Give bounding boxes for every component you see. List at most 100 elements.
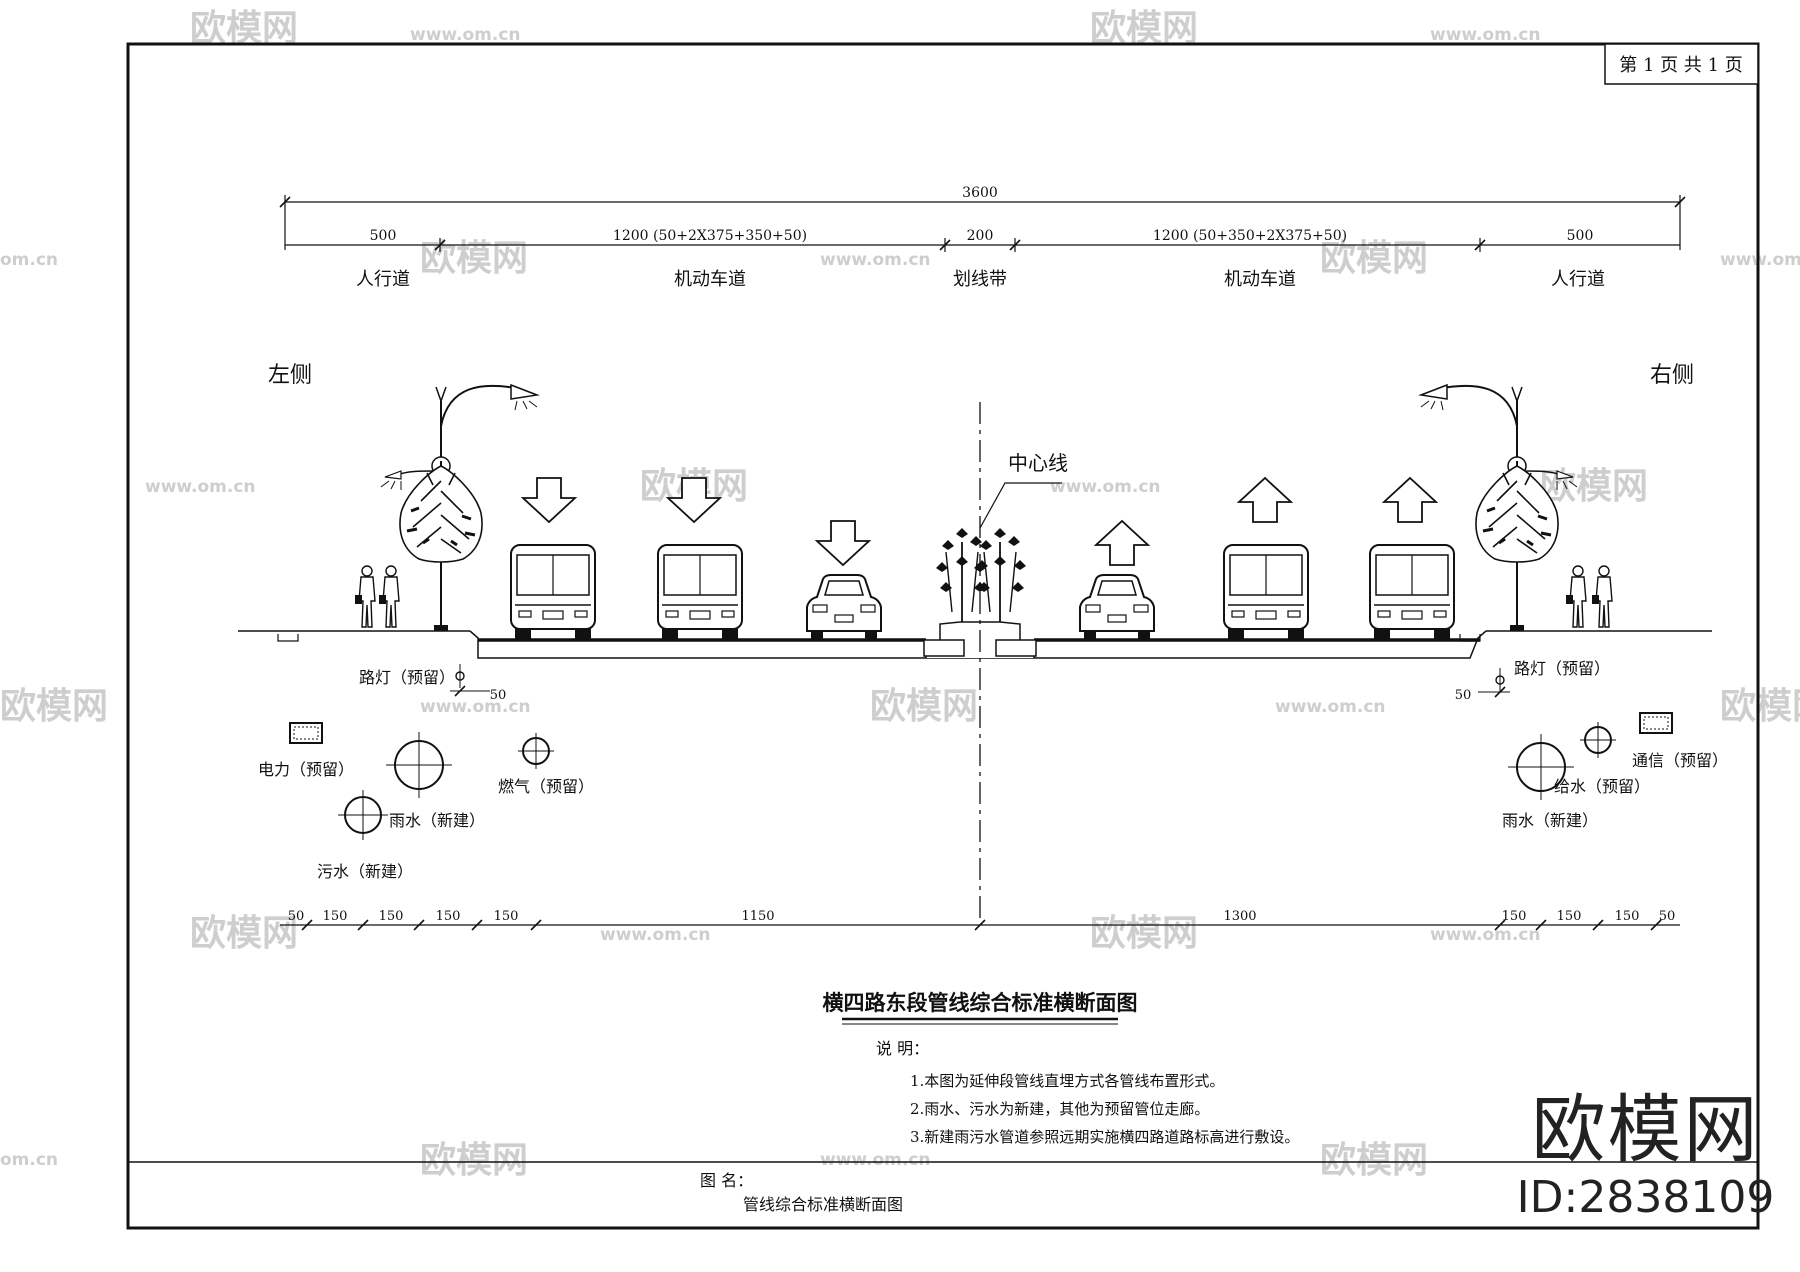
telecom-label: 通信（预留） [1632, 751, 1728, 770]
note-item: 3.新建雨污水管道参照远期实施横四路道路标高进行敷设。 [910, 1128, 1299, 1146]
bottom-dim: 150 [379, 909, 404, 924]
rain-right-label: 雨水（新建） [1502, 811, 1598, 830]
brand-id: ID:2838109 [1516, 1172, 1775, 1223]
url-watermark: www.om.cn [1275, 697, 1386, 717]
car-icon [806, 574, 882, 640]
left-street-tree [398, 459, 484, 633]
centerline-leader [979, 482, 1062, 529]
title-block-label: 图 名： [700, 1171, 753, 1190]
notes-heading: 说 明： [876, 1039, 929, 1058]
left-lamp-offset: 50 [490, 688, 507, 703]
pedestrian-figure [378, 565, 400, 628]
right-lamp-offset: 50 [1455, 688, 1472, 703]
pipe-right-lamp [1478, 668, 1510, 698]
brand-watermark: 欧模网 [1540, 466, 1648, 507]
segment-dimension-line [285, 238, 1680, 252]
rain-left-label: 雨水（新建） [389, 811, 485, 830]
bottom-dim: 150 [436, 909, 461, 924]
page-indicator: 第 1 页 共 1 页 [1619, 55, 1743, 76]
right-side-label: 右侧 [1650, 363, 1694, 388]
brand-watermark: 欧模网 [870, 686, 978, 727]
brand-watermark: 欧模网 [420, 238, 528, 279]
brand-watermark: 欧模网 [420, 1140, 528, 1181]
centerline-label: 中心线 [1008, 451, 1068, 475]
bottom-dim: 150 [1557, 909, 1582, 924]
url-watermark: www.om.cn [600, 925, 711, 945]
url-watermark: www.om.cn [820, 250, 931, 270]
pipe-water-supply [1580, 722, 1616, 758]
brand-watermark: 欧模网 [190, 913, 298, 954]
url-watermark: www.om.cn [820, 1150, 931, 1170]
note-item: 2.雨水、污水为新建，其他为预留管位走廊。 [910, 1100, 1209, 1118]
pedestrian-figure [1591, 565, 1613, 628]
brand-watermark: 欧模网 [1320, 1140, 1428, 1181]
zone-right-carriageway: 机动车道 [1224, 269, 1296, 290]
pipe-rain-right [1508, 734, 1574, 800]
brand-watermark: 欧模网 [0, 686, 108, 727]
url-watermark: www.om.cn [145, 477, 256, 497]
pipe-rain-left [386, 732, 452, 798]
water-supply-label: 给水（预留） [1554, 777, 1650, 796]
url-watermark: om.cn [0, 250, 58, 270]
bus-icon [1223, 544, 1309, 641]
brand-watermark: 欧模网 [1720, 686, 1800, 727]
pipe-power [289, 722, 323, 744]
pipe-left-lamp [450, 664, 490, 697]
dim-median: 200 [967, 228, 994, 244]
brand-watermark: 欧模网 [1090, 8, 1198, 49]
arrow-up-icon [1238, 477, 1292, 523]
zone-left-carriageway: 机动车道 [674, 269, 746, 290]
overall-dimension-value: 3600 [962, 185, 998, 201]
arrow-up-icon [1095, 520, 1149, 566]
url-watermark: www.om.cn [1430, 925, 1541, 945]
url-watermark: www.om.cn [410, 25, 521, 45]
brand-watermark: 欧模网 [1320, 238, 1428, 279]
bottom-dim: 150 [323, 909, 348, 924]
car-icon [1079, 574, 1155, 640]
note-item: 1.本图为延伸段管线直埋方式各管线布置形式。 [910, 1072, 1224, 1090]
main-title: 横四路东段管线综合标准横断面图 [823, 990, 1138, 1015]
zone-left-sidewalk: 人行道 [356, 269, 410, 290]
dim-right-carriageway: 1200 (50+350+2X375+50) [1153, 228, 1347, 244]
page-indicator-box [1604, 43, 1759, 85]
bottom-dim: 150 [1502, 909, 1527, 924]
bus-icon [1369, 544, 1455, 641]
dim-right-sidewalk: 500 [1567, 228, 1594, 244]
bottom-dim: 150 [1615, 909, 1640, 924]
url-watermark: www.om.cn [1050, 477, 1161, 497]
bottom-dim: 150 [494, 909, 519, 924]
bus-icon [510, 544, 596, 641]
left-lamp-label: 路灯（预留） [359, 668, 455, 687]
gas-label: 燃气（预留） [498, 777, 594, 796]
bottom-dim-center-right: 1300 [1223, 909, 1256, 924]
pipe-telecom [1639, 712, 1673, 734]
pedestrian-figure [354, 565, 376, 628]
drawing-border [126, 42, 1760, 1230]
url-watermark: om.cn [0, 1150, 58, 1170]
zone-median: 划线带 [953, 269, 1007, 290]
arrow-down-icon [816, 520, 870, 566]
dim-left-carriageway: 1200 (50+2X375+350+50) [613, 228, 807, 244]
url-watermark: www.om.cn [420, 697, 531, 717]
bottom-dimension-line [280, 919, 1680, 931]
dim-left-sidewalk: 500 [370, 228, 397, 244]
right-lamp-label: 路灯（预留） [1514, 659, 1610, 678]
bus-icon [657, 544, 743, 641]
brand-watermark: 欧模网 [1090, 913, 1198, 954]
pedestrian-figure [1565, 565, 1587, 628]
brand-watermark: 欧模网 [190, 8, 298, 49]
pipe-sewage [338, 790, 388, 840]
brand-block: 欧模网 ID:2838109 [1508, 1088, 1783, 1224]
pipe-gas [518, 733, 554, 769]
zone-right-sidewalk: 人行道 [1551, 269, 1605, 290]
bottom-dim: 50 [1659, 909, 1676, 924]
left-side-label: 左侧 [268, 363, 312, 388]
title-block-value: 管线综合标准横断面图 [743, 1195, 903, 1214]
bottom-dim: 50 [288, 909, 305, 924]
power-label: 电力（预留） [258, 760, 354, 779]
url-watermark: www.om.cn [1430, 25, 1541, 45]
arrow-up-icon [1383, 477, 1437, 523]
brand-name: 欧模网 [1531, 1087, 1760, 1173]
overall-dimension [279, 195, 1686, 250]
bottom-dim-center-left: 1150 [741, 909, 774, 924]
